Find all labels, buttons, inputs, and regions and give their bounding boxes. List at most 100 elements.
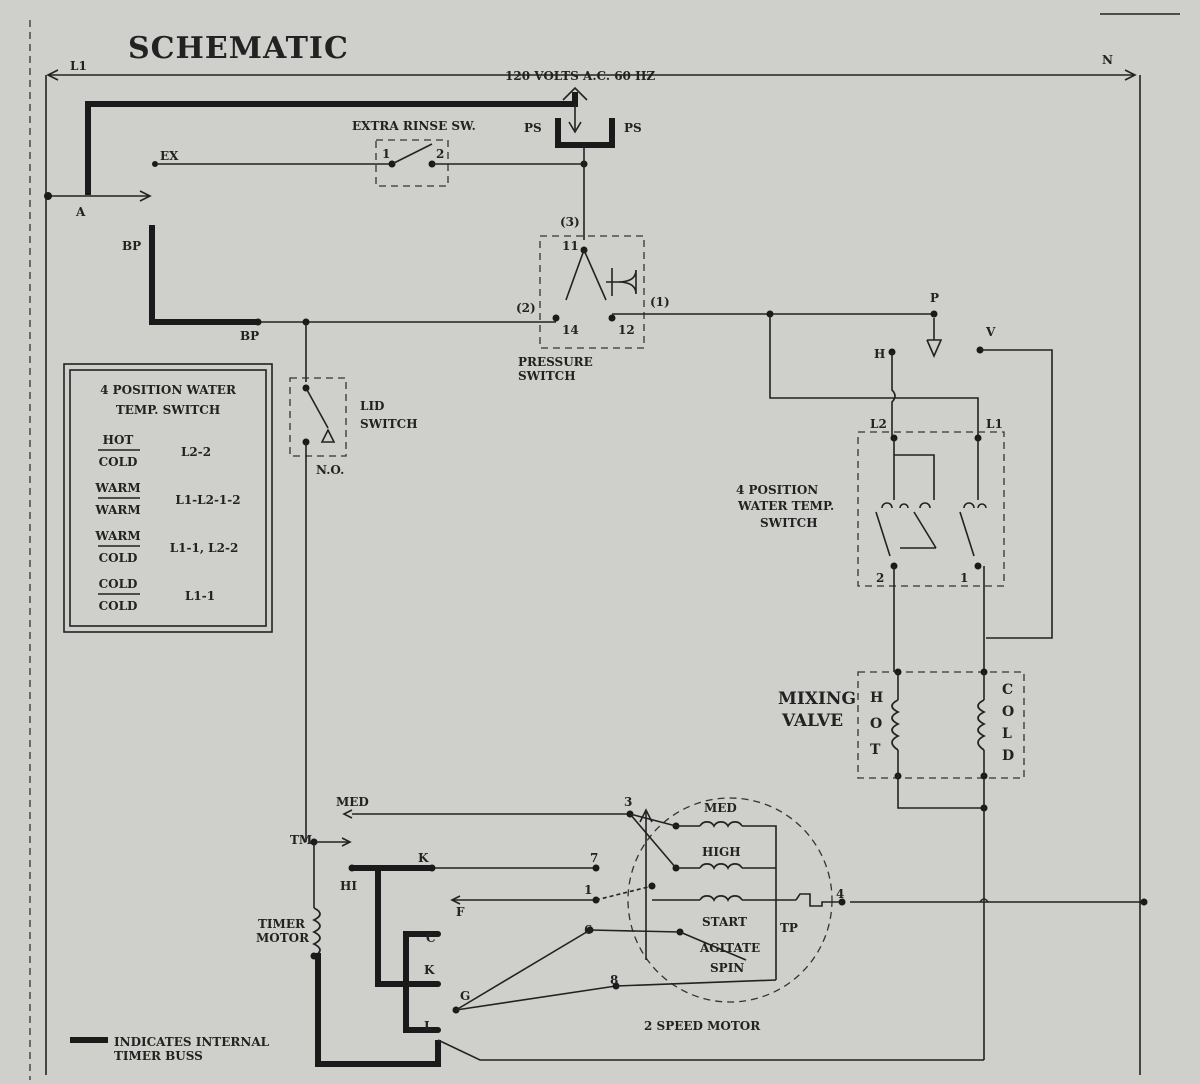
high-winding: [699, 862, 743, 870]
supply-line: L1 N 120 VOLTS A.C. 60 HZ: [45, 53, 1141, 1075]
cold-letter-l: L: [1002, 726, 1012, 742]
hot-letter-h: H: [870, 690, 883, 706]
table-heading-1: 4 POSITION WATER: [100, 383, 237, 397]
row-1-bottom: COLD: [99, 455, 138, 469]
row-2-value: L1-L2-1-2: [175, 493, 240, 507]
extra-rinse-label: EXTRA RINSE SW.: [352, 119, 476, 133]
terminal-g-label: G: [460, 989, 470, 1003]
terminal-p-label: P: [930, 291, 939, 305]
ps-contact-11: 11: [562, 239, 579, 253]
row-3-bottom: COLD: [99, 551, 138, 565]
row-4-value: L1-1: [185, 589, 215, 603]
terminal-tm-label: TM: [290, 833, 312, 847]
table-heading-2: TEMP. SWITCH: [116, 403, 220, 417]
bp-bus-label: BP: [240, 329, 259, 343]
motor-pin-8: 8: [610, 973, 618, 987]
row-3-value: L1-1, L2-2: [170, 541, 239, 555]
timer-motor: TM TIMER MOTOR: [256, 833, 352, 960]
row-2-top: WARM: [94, 481, 140, 495]
winding-start-label: START: [702, 915, 747, 929]
wts-label-1: 4 POSITION: [736, 483, 818, 497]
motor-pin-1: 1: [584, 883, 592, 897]
water-temp-switch: L2 L1 2 1 4 POSITION WATER TEMP. SWITCH: [736, 417, 1005, 587]
motor-pin-7: 7: [590, 851, 598, 865]
switch-l1-label: L1: [986, 417, 1003, 431]
thermal-protector-label: TP: [780, 921, 798, 935]
timer-motor-buss: [314, 953, 441, 1067]
temp-switch-table: 4 POSITION WATER TEMP. SWITCH HOT COLD L…: [63, 363, 273, 633]
cold-letter-o: O: [1002, 704, 1014, 720]
table-row: WARM COLD L1-1, L2-2: [94, 529, 238, 565]
agitate-label: AGITATE: [699, 941, 760, 955]
timer-motor-label-1: TIMER: [258, 917, 306, 931]
ps-contact-14: 14: [562, 323, 579, 337]
terminal-k-label: K: [418, 851, 429, 865]
ps-pin-2: (2): [516, 301, 536, 315]
row-2-bottom: WARM: [94, 503, 140, 517]
pressure-switch-label-2: SWITCH: [518, 369, 576, 383]
switch-l2-label: L2: [870, 417, 887, 431]
row-4-bottom: COLD: [99, 599, 138, 613]
motor-pin-3: 3: [624, 795, 632, 809]
row-1-top: HOT: [103, 433, 134, 447]
ps-right-label: PS: [624, 121, 642, 135]
motor-pin-6: 6: [584, 923, 592, 937]
terminal-ex-label: EX: [160, 149, 179, 163]
switch-pin-2: 2: [876, 571, 884, 585]
neutral-label: N: [1102, 53, 1113, 67]
terminal-hi-label: HI: [340, 879, 357, 893]
bp-buss: [149, 225, 258, 325]
timer-motor-label-2: MOTOR: [256, 931, 310, 945]
motor-pin-4: 4: [836, 887, 844, 901]
lid-switch-no-label: N.O.: [316, 463, 344, 477]
rinse-pin-1: 1: [382, 147, 390, 161]
ps-contact-12: 12: [618, 323, 635, 337]
cold-letter-d: D: [1002, 748, 1014, 764]
timer-buss-a: [85, 92, 578, 195]
ps-left-label: PS: [524, 121, 542, 135]
row-3-top: WARM: [94, 529, 140, 543]
table-row: COLD COLD L1-1: [98, 577, 215, 613]
lid-switch: LID SWITCH N.O.: [289, 322, 418, 842]
two-speed-motor: 3 7 1 6 8 4 TP MED HIGH START AGITATE SP…: [584, 795, 846, 1033]
buss-legend: INDICATES INTERNAL TIMER BUSS: [70, 1035, 270, 1063]
terminal-h-label: H: [874, 347, 885, 361]
pressure-switch-buss: [555, 118, 615, 148]
terminal-f-label: F: [456, 905, 465, 919]
mixing-valve-label-1: MIXING: [778, 689, 856, 709]
terminal-a-label: A: [75, 205, 86, 219]
switch-pin-1: 1: [960, 571, 968, 585]
row-4-top: COLD: [99, 577, 138, 591]
cold-letter-c: C: [1002, 682, 1013, 698]
terminal-k2-label: K: [424, 963, 435, 977]
diagram-title: SCHEMATIC: [128, 31, 349, 66]
bp-left-label: BP: [122, 239, 141, 253]
wts-label-2: WATER TEMP.: [737, 499, 834, 513]
spin-label: SPIN: [710, 961, 744, 975]
pressure-switch-label-1: PRESSURE: [518, 355, 593, 369]
extra-rinse-circuit: EX 1 2 EXTRA RINSE SW. PS PS: [152, 119, 642, 240]
terminal-a: A: [44, 190, 152, 219]
terminal-med-label: MED: [336, 795, 369, 809]
mixing-valve: H O T C O L D MIXING VALVE: [778, 668, 1025, 780]
buss-legend-line-2: TIMER BUSS: [114, 1049, 203, 1063]
rinse-pin-2: 2: [436, 147, 444, 161]
pressure-switch: (3) 11 (2) 14 12 (1) PRESSURE SWITCH: [516, 215, 670, 383]
terminal-l-label: L: [424, 1019, 433, 1033]
terminal-c-label: C: [426, 931, 436, 945]
timer-motor-coil: [311, 907, 321, 957]
l1-supply-label: L1: [70, 59, 87, 73]
voltage-label: 120 VOLTS A.C. 60 HZ: [505, 69, 655, 83]
buss-legend-line-1: INDICATES INTERNAL: [114, 1035, 270, 1049]
table-row: WARM WARM L1-L2-1-2: [94, 481, 240, 517]
winding-med-label: MED: [704, 801, 737, 815]
hot-letter-t: T: [870, 742, 881, 758]
terminal-v-label: V: [985, 325, 996, 339]
row-1-value: L2-2: [181, 445, 211, 459]
mixing-valve-label-2: VALVE: [781, 711, 843, 731]
lid-switch-label-1: LID: [360, 399, 384, 413]
cold-solenoid-coil: [977, 699, 987, 751]
start-winding: [699, 894, 743, 902]
